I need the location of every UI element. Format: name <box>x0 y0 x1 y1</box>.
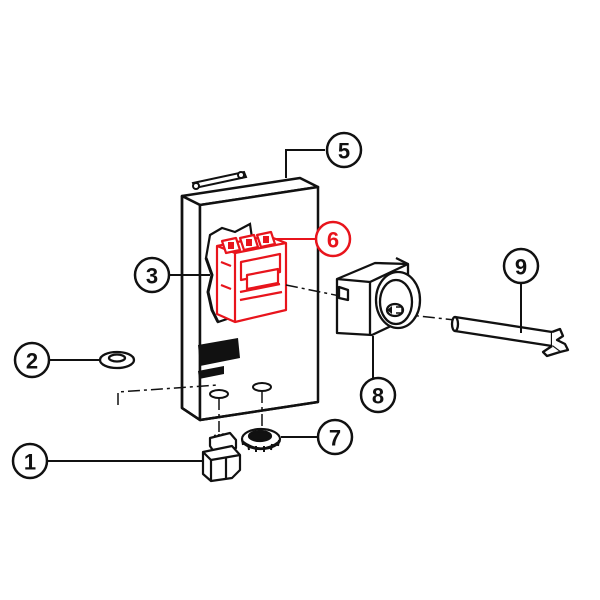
hinge <box>191 170 248 190</box>
rotary-handle-base <box>335 256 422 337</box>
cable-gland <box>201 431 242 483</box>
callout-1-label: 1 <box>24 450 36 475</box>
leader-lines <box>48 149 522 462</box>
label-plate <box>198 338 240 379</box>
callout-2-label: 2 <box>26 349 38 374</box>
assembly-centerlines <box>117 284 456 432</box>
handle-shaft <box>450 315 570 358</box>
callout-8-label: 8 <box>372 384 384 409</box>
lock-nut <box>240 427 282 452</box>
callout-5: 5 <box>325 131 363 169</box>
callout-5-label: 5 <box>338 139 350 164</box>
callout-3: 3 <box>133 256 171 294</box>
washer-ring <box>98 350 136 370</box>
callout-6: 6 <box>314 220 352 258</box>
leader-5 <box>285 149 325 178</box>
callout-7-label: 7 <box>329 426 341 451</box>
callout-6-label: 6 <box>327 228 339 253</box>
isolator-switch-highlight <box>215 230 288 324</box>
callout-8: 8 <box>359 376 397 414</box>
callout-9-label: 9 <box>515 255 527 280</box>
callout-1: 1 <box>11 442 49 480</box>
enclosure-bottom-holes <box>209 382 272 399</box>
callout-3-label: 3 <box>146 264 158 289</box>
callout-2: 2 <box>13 341 51 379</box>
callout-9: 9 <box>502 247 540 285</box>
callout-7: 7 <box>316 418 354 456</box>
